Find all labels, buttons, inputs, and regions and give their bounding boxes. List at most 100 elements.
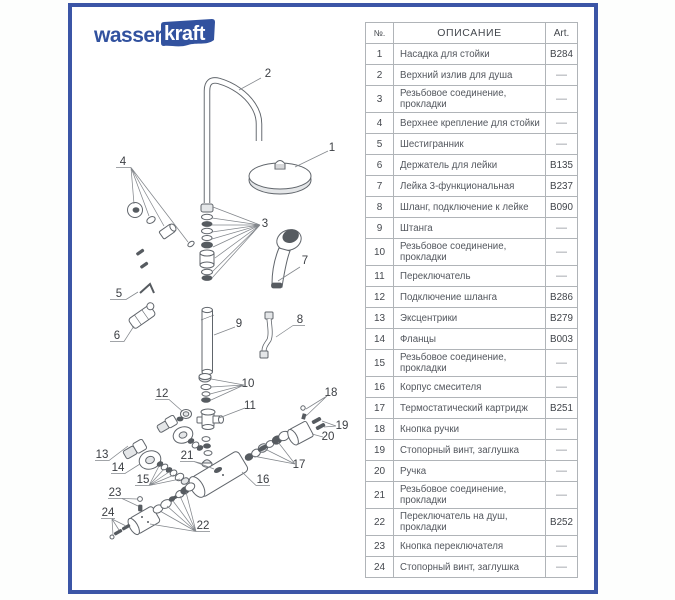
callout-18: 18: [325, 387, 338, 399]
callout-17: 17: [293, 459, 306, 471]
row-art: —: [545, 418, 578, 440]
row-number: 10: [365, 238, 394, 266]
row-description: Стопорный винт, заглушка: [393, 556, 546, 578]
row-number: 20: [365, 460, 394, 482]
row-description: Эксцентрики: [393, 307, 546, 329]
part-shower-head: 1: [248, 142, 335, 195]
row-number: 11: [365, 265, 394, 287]
row-description: Кнопка переключателя: [393, 535, 546, 557]
row-number: 21: [365, 481, 394, 509]
callout-19: 19: [336, 420, 349, 432]
row-description: Держатель для лейки: [393, 154, 546, 176]
parts-table-header: №. ОПИСАНИЕ Art.: [365, 22, 578, 44]
row-art: —: [545, 64, 578, 86]
row-art: —: [545, 112, 578, 134]
row-description: Стопорный винт, заглушка: [393, 439, 546, 461]
row-art: B286: [545, 286, 578, 308]
row-art: B279: [545, 307, 578, 329]
row-description: Резьбовое соединение, прокладки: [393, 349, 546, 377]
callout-14: 14: [112, 462, 125, 474]
part-wall-mount-group: 4: [116, 156, 195, 269]
row-number: 19: [365, 439, 394, 461]
part-diverter-tee: 11: [196, 400, 256, 430]
row-number: 17: [365, 397, 394, 419]
callout-20: 20: [322, 431, 335, 443]
row-number: 7: [365, 175, 394, 197]
row-number: 5: [365, 133, 394, 155]
row-number: 13: [365, 307, 394, 329]
row-art: B135: [545, 154, 578, 176]
row-number: 14: [365, 328, 394, 350]
header-description: ОПИСАНИЕ: [393, 22, 546, 44]
callout-11: 11: [244, 400, 256, 412]
row-art: —: [545, 265, 578, 287]
spec-sheet-frame: wasser kraft 2 1: [68, 3, 598, 594]
row-art: —: [545, 376, 578, 398]
callout-16: 16: [257, 474, 270, 486]
brand-kraft-box: [161, 19, 215, 47]
row-number: 18: [365, 418, 394, 440]
callout-15: 15: [137, 474, 150, 486]
callout-1: 1: [329, 142, 335, 154]
row-description: Подключение шланга: [393, 286, 546, 308]
row-description: Верхнее крепление для стойки: [393, 112, 546, 134]
row-art: B237: [545, 175, 578, 197]
header-art: Art.: [545, 22, 578, 44]
row-description: Шланг, подключение к лейке: [393, 196, 546, 218]
row-art: —: [545, 481, 578, 509]
row-number: 15: [365, 349, 394, 377]
callout-13: 13: [96, 449, 109, 461]
row-number: 9: [365, 217, 394, 239]
row-description: Переключатель на душ, прокладки: [393, 508, 546, 536]
row-number: 4: [365, 112, 394, 134]
row-number: 3: [365, 85, 394, 113]
row-description: Термостатический картридж: [393, 397, 546, 419]
row-art: B090: [545, 196, 578, 218]
part-fittings-15: 15: [135, 461, 190, 486]
row-art: —: [545, 535, 578, 557]
row-description: Лейка 3-функциональная: [393, 175, 546, 197]
row-description: Шестигранник: [393, 133, 546, 155]
row-description: Кнопка ручки: [393, 418, 546, 440]
part-handset-holder: 6: [110, 302, 156, 342]
row-number: 6: [365, 154, 394, 176]
row-number: 12: [365, 286, 394, 308]
row-number: 16: [365, 376, 394, 398]
callout-22: 22: [197, 520, 210, 532]
brand-kraft-text: kraft: [164, 23, 206, 45]
row-art: —: [545, 238, 578, 266]
row-art: —: [545, 460, 578, 482]
row-number: 23: [365, 535, 394, 557]
row-art: —: [545, 217, 578, 239]
part-flange: 14: [111, 450, 162, 474]
part-eccentrics: 13: [95, 438, 148, 461]
brand-wasser-text: wasser: [94, 24, 163, 47]
part-pole: 9: [200, 306, 242, 376]
row-description: Переключатель: [393, 265, 546, 287]
callout-10: 10: [242, 378, 255, 390]
header-row: №. ОПИСАНИЕ Art.: [365, 22, 578, 44]
part-diverter-button: 23: [108, 487, 143, 512]
brand-logo: wasser kraft: [94, 19, 215, 47]
row-description: Корпус смесителя: [393, 376, 546, 398]
row-number: 24: [365, 556, 394, 578]
part-upper-inlet-group: [156, 414, 204, 451]
callout-5: 5: [116, 288, 122, 300]
row-art: —: [545, 133, 578, 155]
part-fittings-stack: 3: [199, 203, 268, 281]
row-art: —: [545, 439, 578, 461]
row-description: Штанга: [393, 217, 546, 239]
part-upper-spout: 2: [203, 68, 271, 203]
row-number: 22: [365, 508, 394, 536]
row-number: 2: [365, 64, 394, 86]
